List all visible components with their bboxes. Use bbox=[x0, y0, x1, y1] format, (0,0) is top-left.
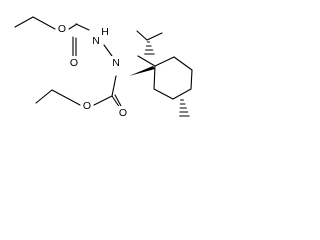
ring-bond-c5-c6 bbox=[172, 88, 192, 100]
hash-bond-isopropyl bbox=[144, 41, 155, 55]
ring-bond-c4-c5 bbox=[190, 69, 193, 90]
isopropyl-group bbox=[136, 30, 163, 41]
bond-ethyl-ch2-o-top bbox=[32, 16, 56, 30]
atom-o-ether-bottom: O bbox=[83, 100, 91, 112]
hash-bond-methyl bbox=[179, 99, 190, 117]
bond-o-to-ch2-bottom bbox=[51, 89, 81, 106]
ring-bond-c1-c2-left bbox=[153, 65, 156, 90]
atom-n-main: N bbox=[112, 57, 120, 69]
atom-n-top: N bbox=[92, 35, 100, 47]
atom-o-carbonyl-top: O bbox=[70, 57, 78, 69]
wedge-bond-n-ring bbox=[129, 66, 155, 76]
top-carbamate bbox=[14, 16, 90, 58]
bond-n-to-carbonyl-bottom bbox=[111, 75, 117, 97]
atom-o-ether-top: O bbox=[58, 23, 66, 35]
bond-ch2-to-ch3-bottom bbox=[35, 89, 53, 104]
bottom-carbamate bbox=[35, 75, 122, 109]
atom-o-carbonyl-bottom: O bbox=[119, 107, 127, 119]
atom-h-top: H bbox=[101, 26, 109, 38]
bond-carbonyl-to-o-left bbox=[93, 95, 113, 106]
bond-carbonyl-double-bottom bbox=[114, 94, 122, 107]
ring-bond-c3-c4 bbox=[173, 56, 193, 71]
cyclohexane-ring bbox=[137, 55, 193, 100]
atom-labels: O O N H N O O bbox=[56, 22, 129, 119]
bond-o-carbonyl-c-top bbox=[68, 23, 78, 30]
ring-bond-c2-c3 bbox=[154, 56, 175, 67]
bond-iso-right-methyl bbox=[146, 32, 163, 41]
bond-n-n bbox=[103, 44, 113, 57]
bond-iso-left-methyl bbox=[136, 30, 148, 41]
chemical-structure-diagram: O O N H N O O bbox=[14, 16, 193, 119]
bond-ethyl-ch3-top bbox=[14, 16, 34, 28]
ring-bond-c1-c2 bbox=[137, 55, 156, 67]
bond-c-to-n-top bbox=[75, 23, 90, 31]
ring-bond-c6-c1 bbox=[153, 88, 174, 100]
